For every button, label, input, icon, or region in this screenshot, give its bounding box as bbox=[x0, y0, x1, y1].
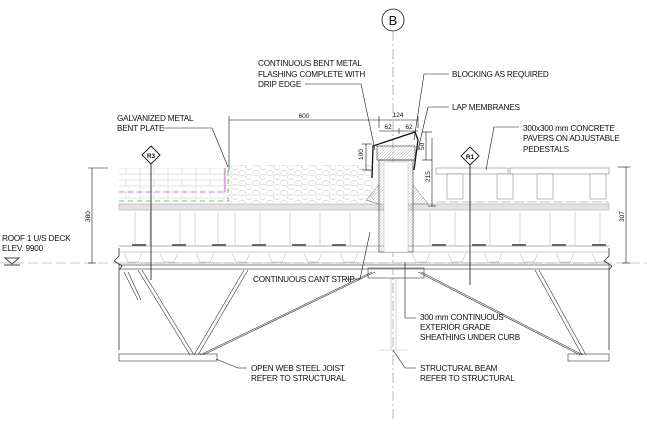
callout-lap-membranes: LAP MEMBRANES bbox=[452, 103, 521, 112]
dim-paver-run: 600 bbox=[299, 113, 310, 120]
dim-flashing-drop-right: 50 bbox=[419, 142, 426, 150]
dim-curb-width: 124 bbox=[393, 112, 404, 119]
dim-left-assembly: 380 bbox=[85, 211, 92, 222]
open-web-steel-joist bbox=[118, 269, 610, 362]
svg-text:DRIP EDGE: DRIP EDGE bbox=[258, 80, 302, 89]
dim-curb-height: 215 bbox=[425, 171, 432, 182]
roof-assembly bbox=[113, 165, 613, 350]
callout-galvanized-plate: GALVANIZED METAL BENT PLATE bbox=[117, 114, 194, 133]
callout-cant-strip: CONTINUOUS CANT STRIP bbox=[253, 275, 355, 284]
dim-flashing-drop-left: 100 bbox=[358, 149, 365, 160]
section-tag-r1: R1 bbox=[460, 146, 480, 285]
structural-beam bbox=[367, 267, 425, 351]
svg-text:R1: R1 bbox=[466, 154, 475, 161]
svg-text:R3: R3 bbox=[147, 153, 156, 160]
dim-curb-half-left: 62 bbox=[384, 124, 392, 131]
section-tag-r3: R3 bbox=[141, 145, 161, 280]
svg-text:SHEATHING UNDER CURB: SHEATHING UNDER CURB bbox=[420, 333, 521, 342]
dim-right-assembly: 307 bbox=[619, 211, 626, 222]
leader-lines bbox=[163, 73, 519, 369]
svg-text:CONTINUOUS BENT METAL: CONTINUOUS BENT METAL bbox=[258, 59, 362, 68]
svg-text:300 mm CONTINUOUS: 300 mm CONTINUOUS bbox=[420, 313, 504, 322]
svg-text:EXTERIOR GRADE: EXTERIOR GRADE bbox=[420, 323, 491, 332]
svg-text:STRUCTURAL BEAM: STRUCTURAL BEAM bbox=[420, 364, 498, 373]
grid-bubble-label: B bbox=[389, 13, 398, 28]
callout-beam: STRUCTURAL BEAM REFER TO STRUCTURAL bbox=[420, 364, 515, 383]
svg-text:OPEN WEB STEEL JOIST: OPEN WEB STEEL JOIST bbox=[251, 364, 345, 373]
callout-flashing: CONTINUOUS BENT METAL FLASHING COMPLETE … bbox=[258, 59, 366, 89]
svg-text:PAVERS ON ADJUSTABLE: PAVERS ON ADJUSTABLE bbox=[523, 134, 620, 143]
pavers-on-pedestals bbox=[435, 167, 610, 203]
svg-text:FLASHING COMPLETE WITH: FLASHING COMPLETE WITH bbox=[258, 70, 365, 79]
dim-curb-half-right: 62 bbox=[405, 124, 413, 131]
elevation-datum bbox=[0, 257, 647, 266]
elevation-label-line1: ROOF 1 U/S DECK bbox=[2, 234, 71, 243]
callout-joist: OPEN WEB STEEL JOIST REFER TO STRUCTURAL bbox=[251, 364, 346, 383]
elevation-triangle-icon bbox=[3, 257, 21, 265]
callout-blocking: BLOCKING AS REQUIRED bbox=[452, 70, 549, 79]
svg-text:GALVANIZED METAL: GALVANIZED METAL bbox=[117, 114, 194, 123]
callout-sheathing: 300 mm CONTINUOUS EXTERIOR GRADE SHEATHI… bbox=[420, 313, 521, 342]
callout-pavers: 300x300 mm CONCRETE PAVERS ON ADJUSTABLE… bbox=[523, 124, 620, 154]
svg-text:300x300 mm CONCRETE: 300x300 mm CONCRETE bbox=[523, 124, 615, 133]
curb bbox=[365, 131, 429, 253]
svg-text:PEDESTALS: PEDESTALS bbox=[523, 145, 570, 154]
svg-text:REFER TO STRUCTURAL: REFER TO STRUCTURAL bbox=[251, 374, 346, 383]
elevation-label-line2: ELEV. 9900 bbox=[2, 244, 44, 253]
svg-text:REFER TO STRUCTURAL: REFER TO STRUCTURAL bbox=[420, 374, 515, 383]
svg-text:BENT PLATE: BENT PLATE bbox=[117, 124, 165, 133]
dimension-lines bbox=[88, 116, 630, 264]
